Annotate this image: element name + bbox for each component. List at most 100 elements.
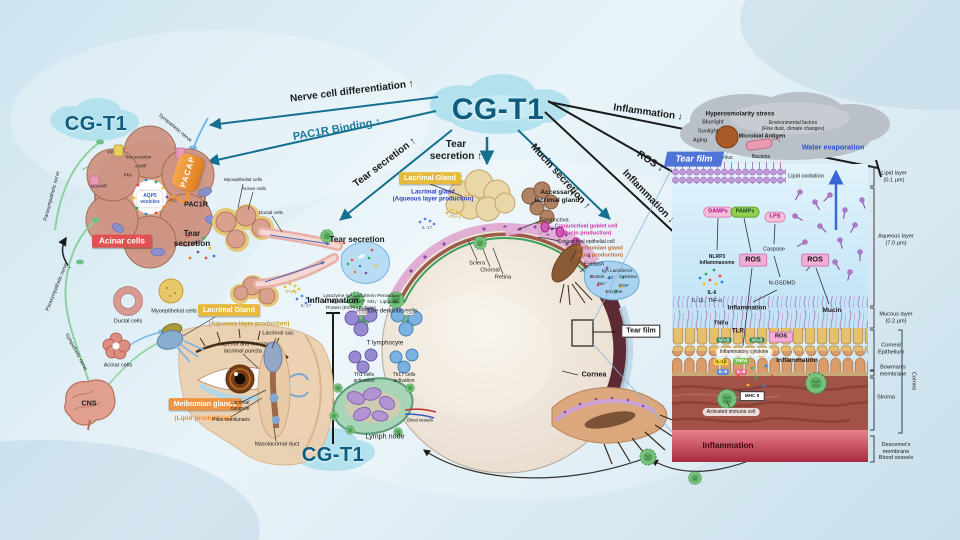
label-sunlight: Sunlight xyxy=(697,128,719,135)
label-aging: Aging xyxy=(692,137,708,144)
bottom-title: CG-T1 xyxy=(301,444,365,466)
label-cl: Cl⁻ xyxy=(608,275,616,281)
cloud-left xyxy=(50,98,139,141)
label-puncta: Superior and Interior lacrimal puncta xyxy=(217,341,269,354)
label-aqueous-layer: Aqueous layer (7.0 μm) xyxy=(878,233,914,246)
label-cytokine: Cytokine xyxy=(618,274,638,280)
label-aqueous-left: (Aqueous layer production) xyxy=(208,320,290,328)
label-drop-line2: K⁺ Mg²⁺ Na⁺ H⁺ Cl⁻ NO₃⁻ Lipocalin xyxy=(323,299,399,305)
immune-cells xyxy=(320,229,487,374)
label-blood-vessels: Blood vessels xyxy=(407,417,433,423)
label-acinar-legend: Acinar cells xyxy=(103,362,133,369)
label-lipid-layer: Lipid layer (0.1 μm) xyxy=(881,170,907,183)
meibomian-glands-box: Meibomian glands xyxy=(168,398,242,410)
label-tcr-2: TCR xyxy=(403,309,415,317)
label-choroid: Choroid xyxy=(480,267,500,274)
label-mucous-layer: Mucous layer (0.2 μm) xyxy=(879,311,913,324)
ductal-cell-icon xyxy=(113,286,143,316)
nfkb-tag-1: NFκB xyxy=(716,337,732,343)
label-environmental: Environmental factors (Fine dust, climat… xyxy=(761,120,825,132)
tag-il1b: IL-1β xyxy=(713,359,729,365)
label-tnfa: TNFα xyxy=(713,320,729,327)
tag-il8: IL-8 xyxy=(734,369,748,375)
label-th17: Th17 cells activation xyxy=(392,372,416,384)
label-conjunctiva: Conjunctiva xyxy=(539,217,569,224)
ros-box-2: ROS xyxy=(801,253,829,267)
label-bowman: Bowman's membrane xyxy=(879,364,907,377)
label-ifng-center: IFN-γ xyxy=(285,289,297,295)
tear-film-callout xyxy=(561,167,673,433)
label-microbial-antigen: Microbial Antigen xyxy=(738,133,786,140)
label-inflammatory-cytokine: Inflammatory cytokine xyxy=(715,348,773,356)
bacteria-icon xyxy=(745,138,781,151)
label-conjunctival-epithelial: Conjunctival epithelial cell xyxy=(557,239,615,245)
label-inflammation-center: Inflammation xyxy=(307,296,359,306)
acinar-cell-icon xyxy=(102,332,131,360)
label-tear-secretion-center: Tear secretion xyxy=(329,235,385,245)
label-eyelash: Eyelash xyxy=(584,261,604,268)
nfkb-tag-2: NFκB xyxy=(749,337,765,343)
label-t-lymphocyte: T lymphocyte xyxy=(366,339,404,347)
pamps-pill: PAMPs xyxy=(730,206,760,218)
label-egf: EGF xyxy=(619,283,629,289)
label-tear-secretion-small: Tear secretion xyxy=(124,154,152,160)
central-lacrimal-gland xyxy=(445,169,516,222)
label-aqp5-vesicles: AQP5 vesicles xyxy=(137,191,163,207)
label-activated-immune: Activated immune cell xyxy=(702,408,760,416)
left-panel-title: CG-T1 xyxy=(64,113,128,135)
label-ductal-legend: Ductal cells xyxy=(113,318,143,325)
label-drop-line3: Protein (EGF) cytokines xyxy=(326,305,376,311)
teal-arrows xyxy=(207,96,611,221)
main-title: CG-T1 xyxy=(451,93,545,126)
lacrimal-gland-box-center: Lacrimal Gland xyxy=(399,172,461,184)
scale-brackets xyxy=(870,166,903,463)
label-lipid-production: (Lipid production) xyxy=(174,414,232,422)
tag-il6: IL-6 xyxy=(716,369,730,375)
ros-box-1: ROS xyxy=(739,253,767,267)
tear-film-panel xyxy=(671,162,903,463)
label-tear-secretion-down: Tear secretion ↑ xyxy=(429,139,483,162)
leader-lines-central xyxy=(429,183,589,273)
label-ductal-cells: Ductal cells xyxy=(259,210,283,216)
label-accessory-gland: Accessary lacrimal gland xyxy=(534,188,580,204)
label-th1: Th1 cells activation xyxy=(353,372,375,384)
label-pac1r: PAC1R xyxy=(184,199,208,209)
label-cornea: Cornea xyxy=(581,369,607,379)
label-inflammation-band: Inflammation xyxy=(702,441,754,451)
acinar-cells-ribbon: Acinar cells xyxy=(92,234,152,248)
label-pka: PKA xyxy=(123,172,133,178)
tear-film-banner: Tear film xyxy=(664,151,724,167)
label-il17-eye: IL-17 xyxy=(421,225,433,231)
label-water-evaporation: Water evaporation xyxy=(801,142,865,152)
label-hyperosmolarity: Hyperosmolarity stress xyxy=(705,110,775,118)
tear-drop-center xyxy=(340,241,390,284)
cloud-main xyxy=(430,74,570,134)
label-virus: Virus xyxy=(721,155,733,161)
label-corneal-epithelium: Corneal Epithelium xyxy=(877,342,905,355)
label-cornea-vertical: Cornea xyxy=(910,371,917,391)
label-il1b-tnfa: IL-1β , TNF-α xyxy=(692,298,722,304)
eye-anatomy-illustration xyxy=(156,316,335,466)
label-descemet: Descemet's membrane Blood vessels xyxy=(878,441,914,462)
label-bluelight: Bluelight xyxy=(702,119,724,126)
label-goblet-cell: Conjunctival goblet cell (Mucin producti… xyxy=(554,223,618,236)
label-m3achr: M3AchR xyxy=(90,183,108,189)
label-na: Na⁺ xyxy=(597,281,607,287)
label-tear-film-callout: Tear film xyxy=(621,324,661,338)
label-ngsdmd: N-GSDMD xyxy=(768,280,796,287)
label-caspase: Caspase xyxy=(762,246,786,253)
label-caruncle: Lacrimal caruncle xyxy=(230,400,250,412)
label-myoepithelial-legend: Myoepithelial cells xyxy=(151,308,197,315)
damps-pill: DAMPs xyxy=(703,206,733,218)
label-tcr-1: TCR xyxy=(356,309,368,317)
label-il6: IL-6 xyxy=(707,290,717,296)
label-nasolacrimal: Nasolacrimal duct xyxy=(254,441,300,448)
label-mucin: Mucin xyxy=(822,306,842,314)
label-tear-secretion-acinar: Tear secretion xyxy=(173,229,211,248)
label-cns: CNS xyxy=(81,398,97,408)
lacrimal-gland-box-left: Lacrimal Gland xyxy=(198,304,260,316)
lacrimal-gland-duct xyxy=(212,183,358,307)
tag-tnfa: TNFα xyxy=(733,358,749,364)
